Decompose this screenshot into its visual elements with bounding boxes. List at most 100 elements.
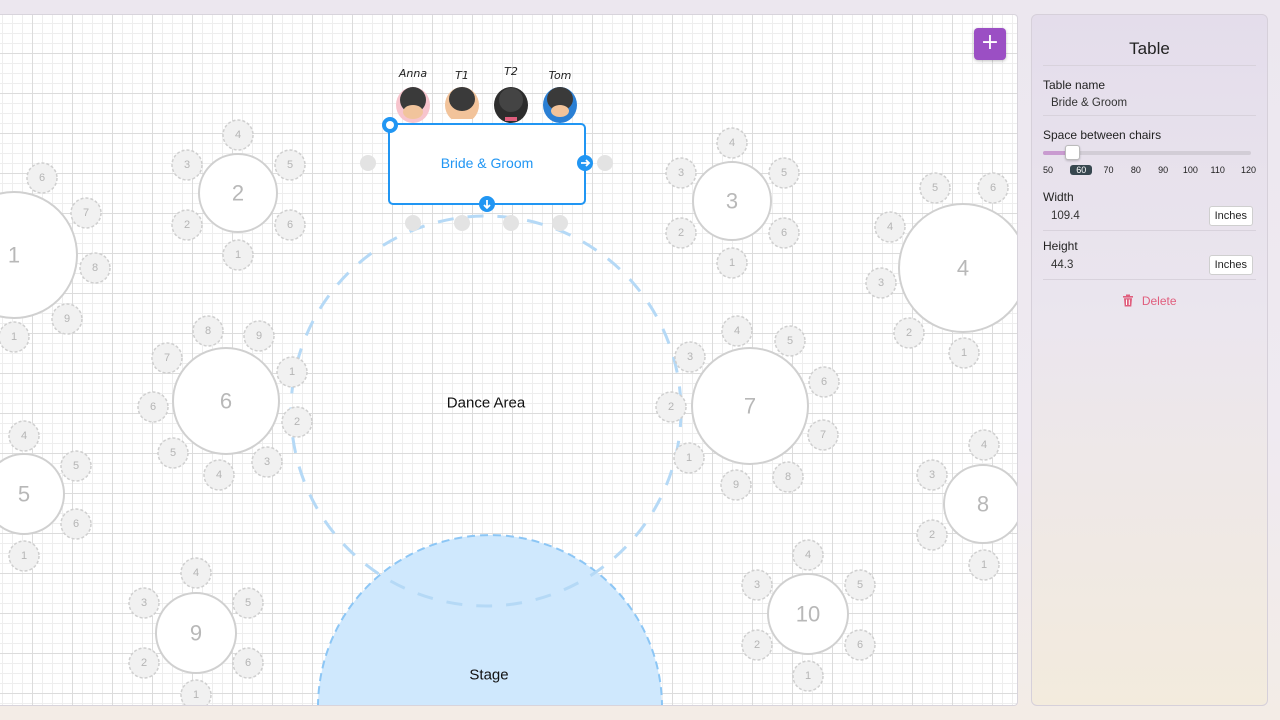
seat[interactable]: 1 [792, 660, 824, 692]
seat[interactable]: 5 [60, 450, 92, 482]
empty-seat[interactable] [360, 155, 376, 171]
empty-seat[interactable] [503, 215, 519, 231]
seat[interactable]: 8 [192, 315, 224, 347]
empty-seat[interactable] [405, 215, 421, 231]
rotate-handle[interactable] [382, 117, 398, 133]
seat[interactable]: 4 [968, 429, 1000, 461]
width-unit-button[interactable]: Inches [1208, 206, 1253, 226]
table-name-input[interactable]: Bride & Groom [1051, 97, 1128, 109]
seat[interactable]: 4 [203, 459, 235, 491]
slider-thumb[interactable] [1065, 145, 1080, 160]
seat[interactable]: 3 [674, 341, 706, 373]
table-top[interactable] [172, 347, 280, 455]
table-top[interactable] [692, 161, 772, 241]
seat[interactable]: 2 [916, 519, 948, 551]
guest-t1[interactable]: T1 [445, 69, 479, 123]
table-top[interactable] [198, 153, 278, 233]
seat[interactable]: 6 [137, 391, 169, 423]
seat[interactable]: 6 [60, 508, 92, 540]
table-top[interactable] [691, 347, 809, 465]
seat[interactable]: 2 [741, 629, 773, 661]
add-table-button[interactable]: + [974, 28, 1006, 60]
seat[interactable]: 1 [8, 540, 40, 572]
seat[interactable]: 8 [79, 252, 111, 284]
delete-button[interactable]: Delete [1043, 294, 1256, 308]
empty-seat[interactable] [597, 155, 613, 171]
empty-seat[interactable] [454, 215, 470, 231]
seat[interactable]: 2 [655, 391, 687, 423]
seat[interactable]: 6 [768, 217, 800, 249]
seat[interactable]: 1 [673, 442, 705, 474]
guest-anna[interactable]: Anna [396, 67, 430, 123]
seat[interactable]: 2 [281, 406, 313, 438]
table-top[interactable] [943, 464, 1018, 544]
seat[interactable]: 1 [948, 337, 980, 369]
seat[interactable]: 2 [893, 317, 925, 349]
seat[interactable]: 4 [721, 315, 753, 347]
seat[interactable]: 7 [70, 197, 102, 229]
seat[interactable]: 5 [768, 157, 800, 189]
seat[interactable]: 4 [716, 127, 748, 159]
seat[interactable]: 9 [51, 303, 83, 335]
width-input[interactable]: 109.4 [1051, 210, 1080, 222]
resize-bottom-handle[interactable] [479, 196, 495, 212]
seat[interactable]: 5 [157, 437, 189, 469]
seat[interactable]: 6 [274, 209, 306, 241]
table-top[interactable] [898, 203, 1018, 333]
slider-rail[interactable] [1043, 151, 1251, 155]
seat[interactable]: 6 [26, 162, 58, 194]
seat[interactable]: 3 [741, 569, 773, 601]
seat[interactable]: 5 [919, 172, 951, 204]
seat[interactable]: 2 [171, 209, 203, 241]
seat[interactable]: 8 [772, 461, 804, 493]
seat[interactable]: 6 [808, 366, 840, 398]
seat[interactable]: 1 [716, 247, 748, 279]
seat[interactable]: 4 [222, 119, 254, 151]
table-top[interactable] [155, 592, 237, 674]
height-input[interactable]: 44.3 [1051, 259, 1074, 271]
guest-t2[interactable]: T2 [494, 65, 528, 123]
resize-right-handle[interactable] [577, 155, 593, 171]
stage[interactable]: Stage [317, 534, 663, 706]
table-top[interactable] [767, 573, 849, 655]
spacing-slider[interactable] [1043, 142, 1256, 168]
seat[interactable]: 6 [232, 647, 264, 679]
seat[interactable]: 9 [720, 469, 752, 501]
seat[interactable]: 4 [792, 539, 824, 571]
table-top[interactable] [0, 453, 65, 535]
seat[interactable]: 5 [232, 587, 264, 619]
seat[interactable]: 1 [180, 679, 212, 706]
seat[interactable]: 6 [977, 172, 1009, 204]
empty-seat[interactable] [552, 215, 568, 231]
guest-tom[interactable]: Tom [543, 69, 577, 123]
seat[interactable]: 1 [0, 321, 30, 353]
selected-table[interactable]: Anna T1 T2 Tom [360, 65, 613, 231]
seat[interactable]: 7 [151, 342, 183, 374]
seat[interactable]: 4 [180, 557, 212, 589]
height-unit-button[interactable]: Inches [1208, 255, 1253, 275]
seat[interactable]: 1 [222, 239, 254, 271]
seat[interactable]: 3 [128, 587, 160, 619]
seat[interactable]: 3 [916, 459, 948, 491]
seat[interactable]: 5 [774, 325, 806, 357]
seat[interactable]: 7 [807, 419, 839, 451]
seat[interactable]: 2 [128, 647, 160, 679]
seat[interactable]: 3 [665, 157, 697, 189]
seat[interactable]: 2 [665, 217, 697, 249]
seat[interactable]: 3 [171, 149, 203, 181]
seat[interactable]: 4 [874, 211, 906, 243]
seat[interactable]: 3 [865, 267, 897, 299]
seat[interactable]: 5 [844, 569, 876, 601]
seat[interactable]: 4 [8, 420, 40, 452]
